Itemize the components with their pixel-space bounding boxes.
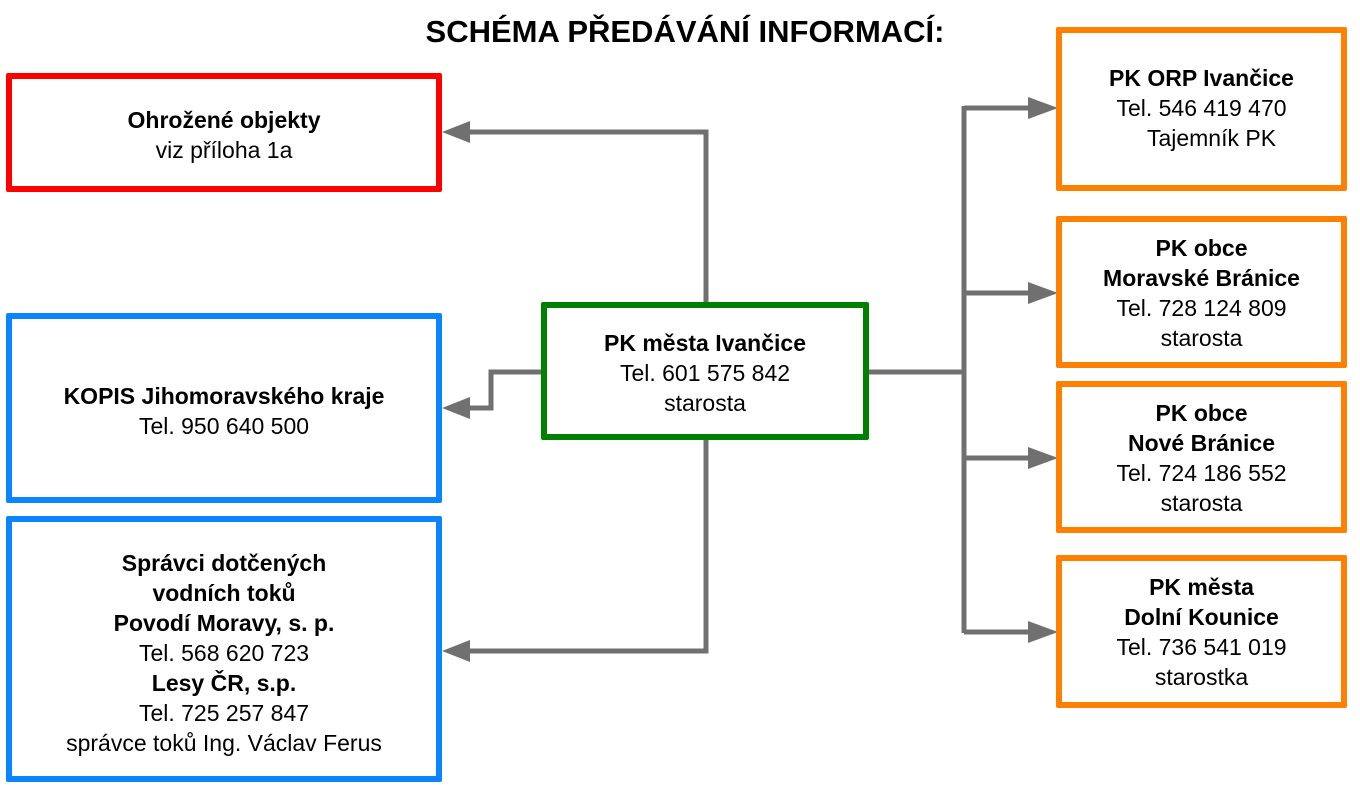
recipient-name: Moravské Bránice <box>1103 265 1300 291</box>
recipient-type: PK obce <box>1155 400 1248 426</box>
water-managers-phone1: Tel. 568 620 723 <box>138 640 310 666</box>
arrowhead-dolni-kounice <box>1028 621 1058 643</box>
recipient-type: PK obce <box>1155 235 1248 261</box>
kopis-name: KOPIS Jihomoravského kraje <box>63 383 385 409</box>
arrowhead-nove-branice <box>1028 447 1058 469</box>
recipient-box-moravske-branice: PK obce Moravské Bránice Tel. 728 124 80… <box>1056 216 1347 368</box>
recipient-name: Nové Bránice <box>1127 430 1275 456</box>
water-managers-phone2: Tel. 725 257 847 <box>138 700 310 726</box>
water-managers-org2: Lesy ČR, s.p. <box>151 670 297 696</box>
recipient-type: PK města <box>1149 574 1254 600</box>
water-managers-line2: vodních toků <box>152 580 296 606</box>
center-name: PK města Ivančice <box>603 330 806 356</box>
threatened-objects-name: Ohrožené objekty <box>127 107 321 133</box>
recipient-role: starosta <box>1160 325 1243 351</box>
connector-to-water-managers <box>468 438 709 654</box>
arrowhead-kopis <box>442 397 470 419</box>
arrowhead-water-managers <box>442 640 470 662</box>
water-managers-box: Správci dotčených vodních toků Povodí Mo… <box>6 516 442 782</box>
water-managers-org1: Povodí Moravy, s. p. <box>113 610 335 636</box>
recipient-role: Tajemník PK <box>1146 125 1277 151</box>
water-managers-contact: správce toků Ing. Václav Ferus <box>66 730 382 756</box>
threatened-objects-note: viz příloha 1a <box>155 137 293 163</box>
kopis-box: KOPIS Jihomoravského kraje Tel. 950 640 … <box>6 313 442 503</box>
arrowhead-orp <box>1028 97 1058 119</box>
connector-to-kopis <box>468 369 544 411</box>
connector-to-threatened <box>468 129 709 304</box>
recipient-role: starosta <box>1160 490 1243 516</box>
recipient-box-dolni-kounice: PK města Dolní Kounice Tel. 736 541 019 … <box>1056 555 1347 708</box>
recipient-box-nove-branice: PK obce Nové Bránice Tel. 724 186 552 st… <box>1056 381 1347 533</box>
recipient-box-orp: PK ORP Ivančice Tel. 546 419 470 Tajemní… <box>1056 27 1347 191</box>
diagram-title: SCHÉMA PŘEDÁVÁNÍ INFORMACÍ: <box>425 14 945 49</box>
center-role: starosta <box>664 390 746 416</box>
threatened-objects-box: Ohrožené objekty viz příloha 1a <box>6 73 442 192</box>
arrowhead-threatened <box>442 121 470 143</box>
center-box: PK města Ivančice Tel. 601 575 842 staro… <box>541 302 869 440</box>
recipient-role: starostka <box>1154 664 1249 690</box>
recipient-name: PK ORP Ivančice <box>1109 65 1294 91</box>
recipient-phone: Tel. 728 124 809 <box>1116 295 1287 321</box>
recipient-phone: Tel. 736 541 019 <box>1116 634 1287 660</box>
kopis-phone: Tel. 950 640 500 <box>138 413 310 439</box>
water-managers-line1: Správci dotčených <box>121 550 327 576</box>
recipient-name: Dolní Kounice <box>1124 604 1279 630</box>
arrowhead-moravske-branice <box>1028 282 1058 304</box>
recipient-phone: Tel. 724 186 552 <box>1116 460 1287 486</box>
recipient-phone: Tel. 546 419 470 <box>1116 95 1287 121</box>
center-phone: Tel. 601 575 842 <box>619 360 791 386</box>
